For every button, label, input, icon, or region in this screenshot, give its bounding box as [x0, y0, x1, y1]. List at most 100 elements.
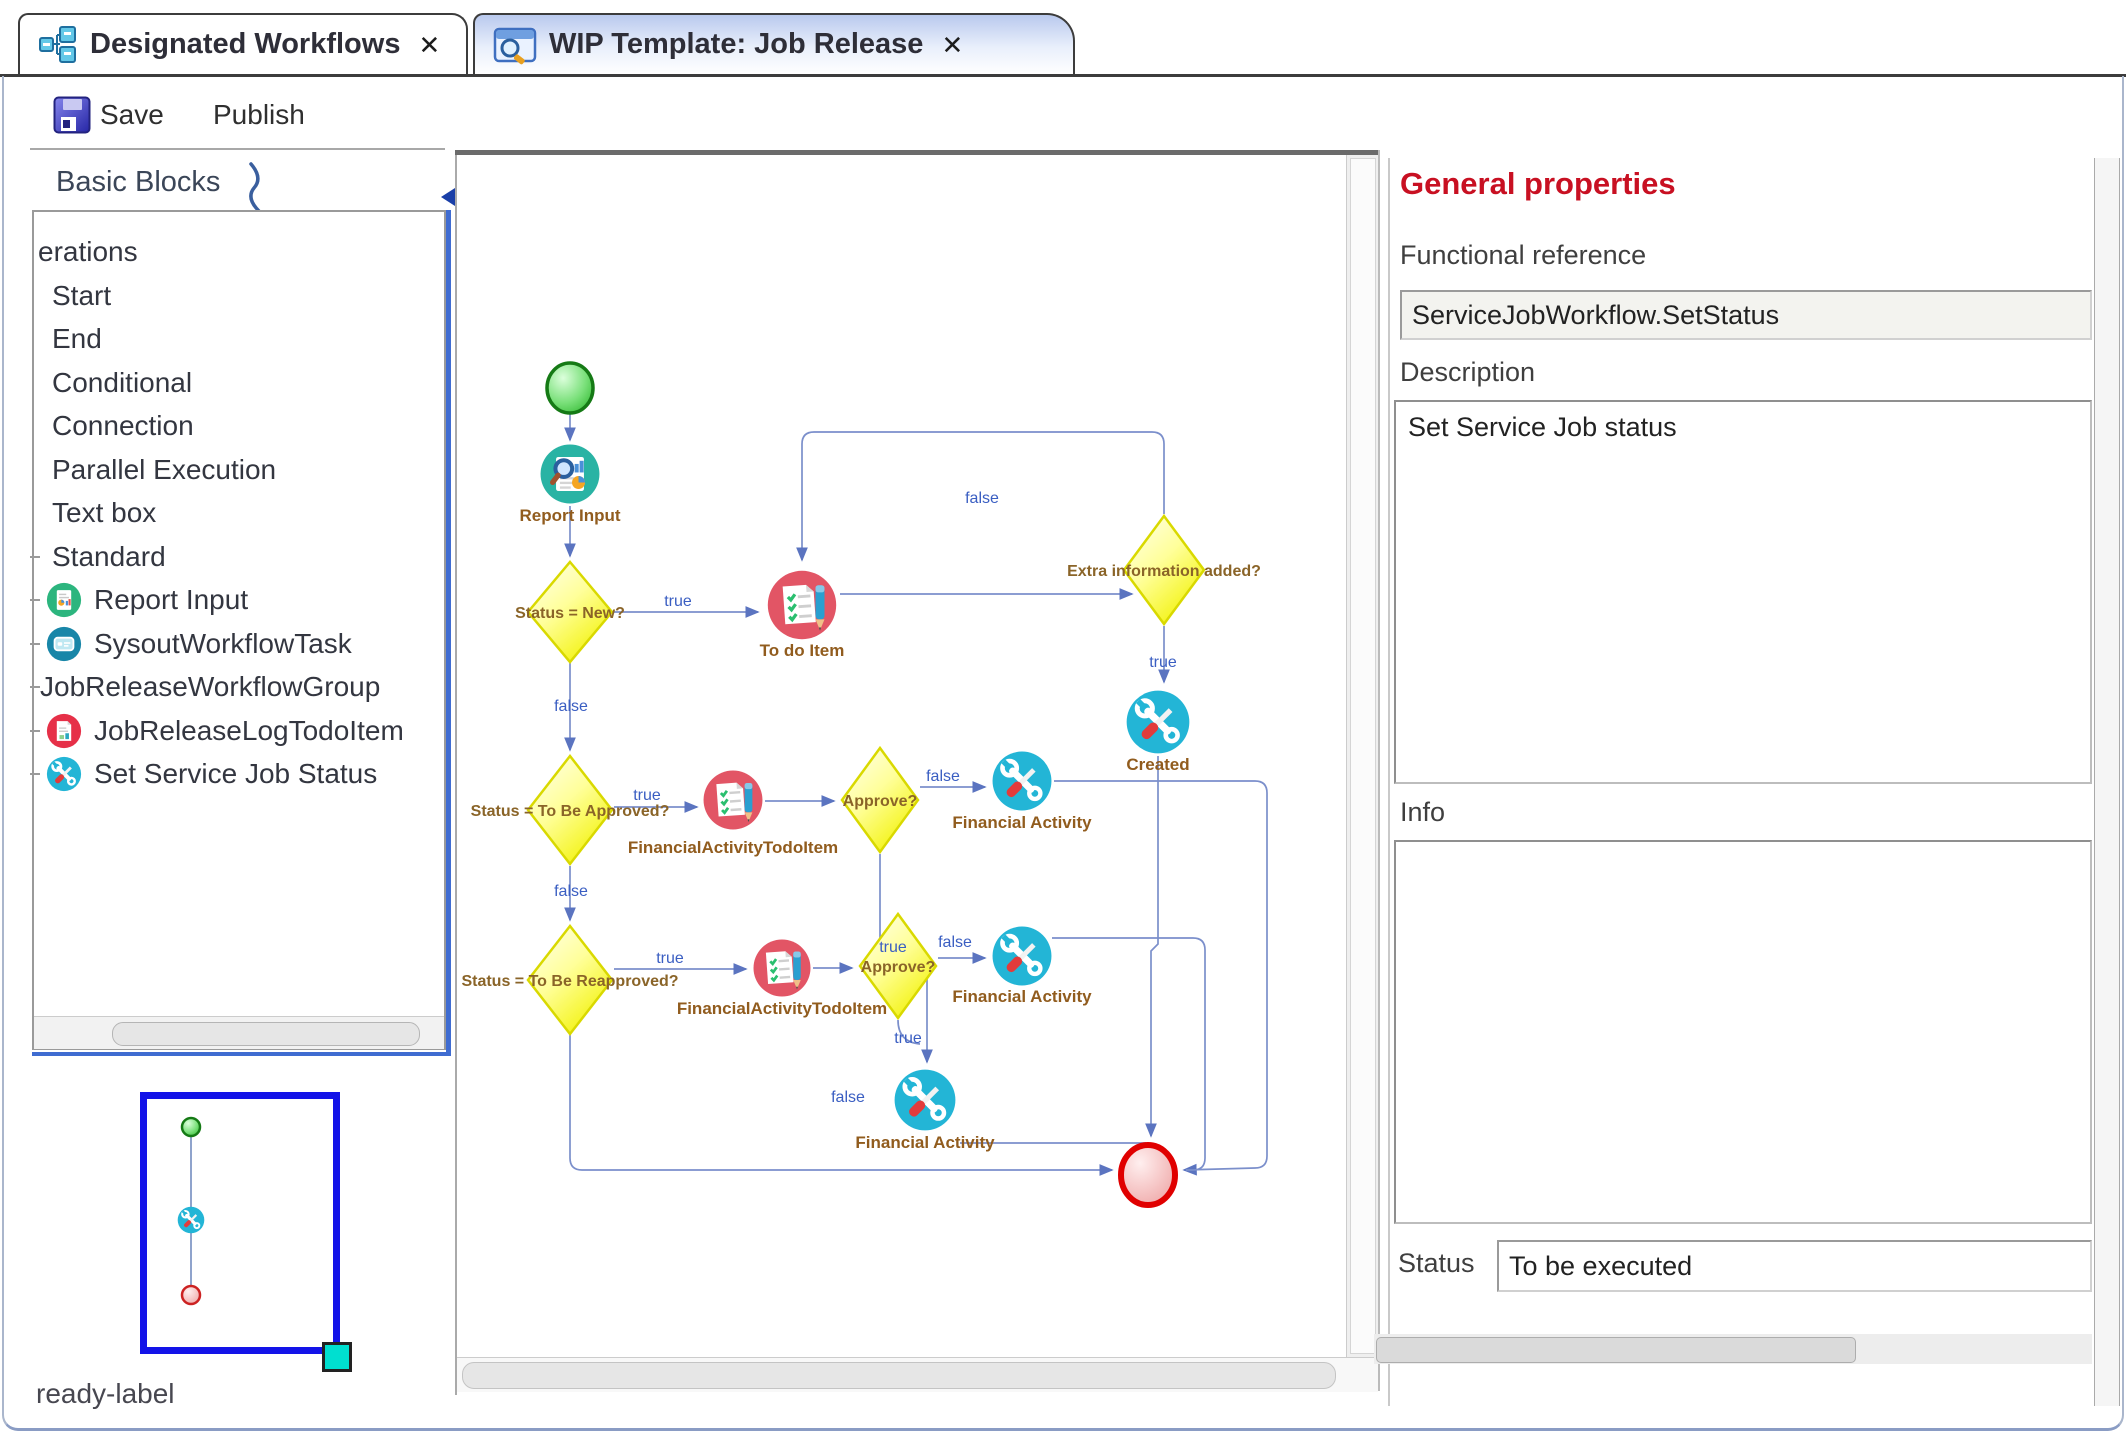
canvas-horizontal-scrollbar[interactable]: [457, 1357, 1378, 1392]
node-approve-1[interactable]: Approve?: [840, 745, 920, 855]
edge-label: true: [879, 939, 907, 956]
canvas-top-border: [455, 150, 1380, 155]
node-start[interactable]: [545, 361, 595, 415]
node-approve-2[interactable]: Approve?: [858, 911, 938, 1021]
properties-horizontal-scrollbar[interactable]: [1374, 1334, 2092, 1364]
workflow-canvas[interactable]: [457, 155, 1346, 1357]
close-icon[interactable]: ✕: [941, 29, 964, 60]
node-status-to-be-reapproved[interactable]: Status = To Be Reapproved?: [461, 923, 679, 1037]
node-financial-activity-todo-1[interactable]: FinancialActivityTodoItem: [628, 769, 838, 857]
edge-label: true: [894, 1030, 922, 1047]
template-magnifier-icon: [493, 27, 537, 64]
edge-reapproved-end-false[interactable]: [569, 1034, 1114, 1176]
sidebar-item-text-box[interactable]: Text box: [52, 497, 157, 528]
sidebar-item-end[interactable]: End: [52, 323, 102, 354]
node-label: FinancialActivityTodoItem: [628, 838, 838, 857]
node-status-to-be-approved[interactable]: Status = To Be Approved?: [471, 753, 670, 867]
close-icon[interactable]: ✕: [418, 29, 441, 60]
status-input[interactable]: [1497, 1240, 2092, 1292]
sysout-icon: [46, 626, 82, 662]
edges: [564, 414, 1268, 1176]
tab-label: Designated Workflows: [90, 28, 401, 60]
edge-labels: true false true false true false false t…: [554, 490, 1177, 1106]
node-extra-information-added[interactable]: Extra information added?: [1067, 513, 1261, 627]
scrollbar-thumb[interactable]: [1350, 158, 1376, 1354]
node-label: Report Input: [519, 506, 620, 525]
tree-dash: [30, 773, 40, 775]
sidebar-horizontal-scrollbar[interactable]: [34, 1016, 444, 1049]
canvas-vertical-scrollbar[interactable]: [1346, 155, 1379, 1357]
canvas-right-border: [1378, 150, 1380, 1391]
sidebar-item-set-service-job-status[interactable]: Set Service Job Status: [30, 756, 444, 792]
edge-label: false: [554, 698, 588, 715]
publish-button[interactable]: Publish: [213, 99, 305, 130]
node-financial-activity-2[interactable]: Financial Activity: [952, 927, 1092, 1006]
ready-label: ready-label: [36, 1378, 175, 1409]
minimap-resize-handle[interactable]: [322, 1342, 352, 1372]
tree-dash: [30, 599, 40, 601]
properties-panel-border: [1388, 158, 1390, 1406]
sidebar-item-standard[interactable]: Standard: [30, 539, 444, 575]
scrollbar-thumb[interactable]: [462, 1362, 1336, 1389]
edge-label: false: [938, 934, 972, 951]
node-label: To do Item: [760, 641, 845, 660]
functional-reference-input[interactable]: [1400, 290, 2092, 340]
node-label: Approve?: [843, 793, 918, 810]
sidebar-item-parallel-execution[interactable]: Parallel Execution: [52, 454, 277, 485]
node-label: Financial Activity: [855, 1133, 995, 1152]
edge-created-end[interactable]: [1145, 756, 1159, 1138]
sidebar-panel-border: [446, 210, 451, 1056]
edge-label: false: [965, 490, 999, 507]
tabbar-divider: [0, 74, 2126, 77]
node-label: Approve?: [861, 959, 936, 976]
scrollbar-thumb[interactable]: [1376, 1337, 1856, 1363]
node-status-new[interactable]: Status = New?: [515, 560, 625, 664]
info-textarea[interactable]: [1394, 840, 2092, 1224]
edge-extrainfo-todo-false[interactable]: [796, 431, 1165, 562]
edge-finact1-end[interactable]: [1054, 780, 1268, 1176]
minimap-viewport[interactable]: [140, 1092, 340, 1354]
info-label: Info: [1400, 797, 1446, 827]
node-financial-activity-3[interactable]: Financial Activity: [855, 1070, 995, 1152]
node-report-input[interactable]: Report Input: [519, 445, 621, 525]
tools-icon: [46, 756, 82, 792]
minimap-diagram: [177, 1116, 205, 1306]
sidebar-item-jobreleaseworkflowgroup[interactable]: JobReleaseWorkflowGroup: [30, 669, 444, 705]
sidebar-item-report-input[interactable]: Report Input: [30, 582, 444, 618]
node-label: Status = To Be Approved?: [471, 803, 670, 820]
workflow-diagram: Report Input Status = New? To do Item Ex…: [461, 361, 1268, 1208]
save-button[interactable]: Save: [100, 99, 164, 130]
node-label: Extra information added?: [1067, 563, 1261, 580]
tree-dash: [30, 686, 40, 688]
sidebar-item-operations[interactable]: erations: [38, 236, 138, 267]
tab-wip-template-job-release[interactable]: WIP Template: Job Release ✕: [473, 13, 1075, 74]
basic-blocks-panel: erations Start End Conditional Connectio…: [30, 210, 446, 1050]
sidebar-item-sysoutworkflowtask[interactable]: SysoutWorkflowTask: [30, 626, 444, 662]
node-todo-item[interactable]: To do Item: [760, 569, 845, 660]
collapse-left-icon[interactable]: [441, 188, 455, 206]
sidebar-item-start[interactable]: Start: [52, 280, 112, 311]
sidebar-item-jobreleaselogtodoitem[interactable]: JobReleaseLogTodoItem: [30, 713, 444, 749]
sidebar-item-connection[interactable]: Connection: [52, 410, 194, 441]
scrollbar-thumb[interactable]: [112, 1022, 420, 1046]
properties-vertical-scrollbar[interactable]: [2094, 158, 2120, 1406]
node-label: FinancialActivityTodoItem: [677, 999, 887, 1018]
node-financial-activity-todo-2[interactable]: FinancialActivityTodoItem: [677, 938, 887, 1019]
description-textarea[interactable]: Set Service Job status: [1394, 400, 2092, 784]
edge-finact2-end[interactable]: [1052, 937, 1206, 1171]
sidebar-item-conditional[interactable]: Conditional: [52, 367, 193, 398]
node-end[interactable]: [1118, 1142, 1178, 1208]
tree-dash: [30, 556, 40, 558]
tab-label: WIP Template: Job Release: [549, 28, 924, 60]
node-created[interactable]: Created: [1126, 691, 1189, 774]
status-label: Status: [1398, 1248, 1475, 1278]
minimap-start-node: [180, 1116, 202, 1138]
node-label: Status = New?: [515, 605, 625, 622]
edge-approve2-true-join[interactable]: [897, 1019, 921, 1045]
tab-designated-workflows[interactable]: Designated Workflows ✕: [18, 13, 468, 74]
description-label: Description: [1400, 357, 1536, 387]
edge-label: true: [633, 787, 661, 804]
node-label: Status = To Be Reapproved?: [461, 973, 678, 990]
node-financial-activity-1[interactable]: Financial Activity: [952, 752, 1092, 832]
